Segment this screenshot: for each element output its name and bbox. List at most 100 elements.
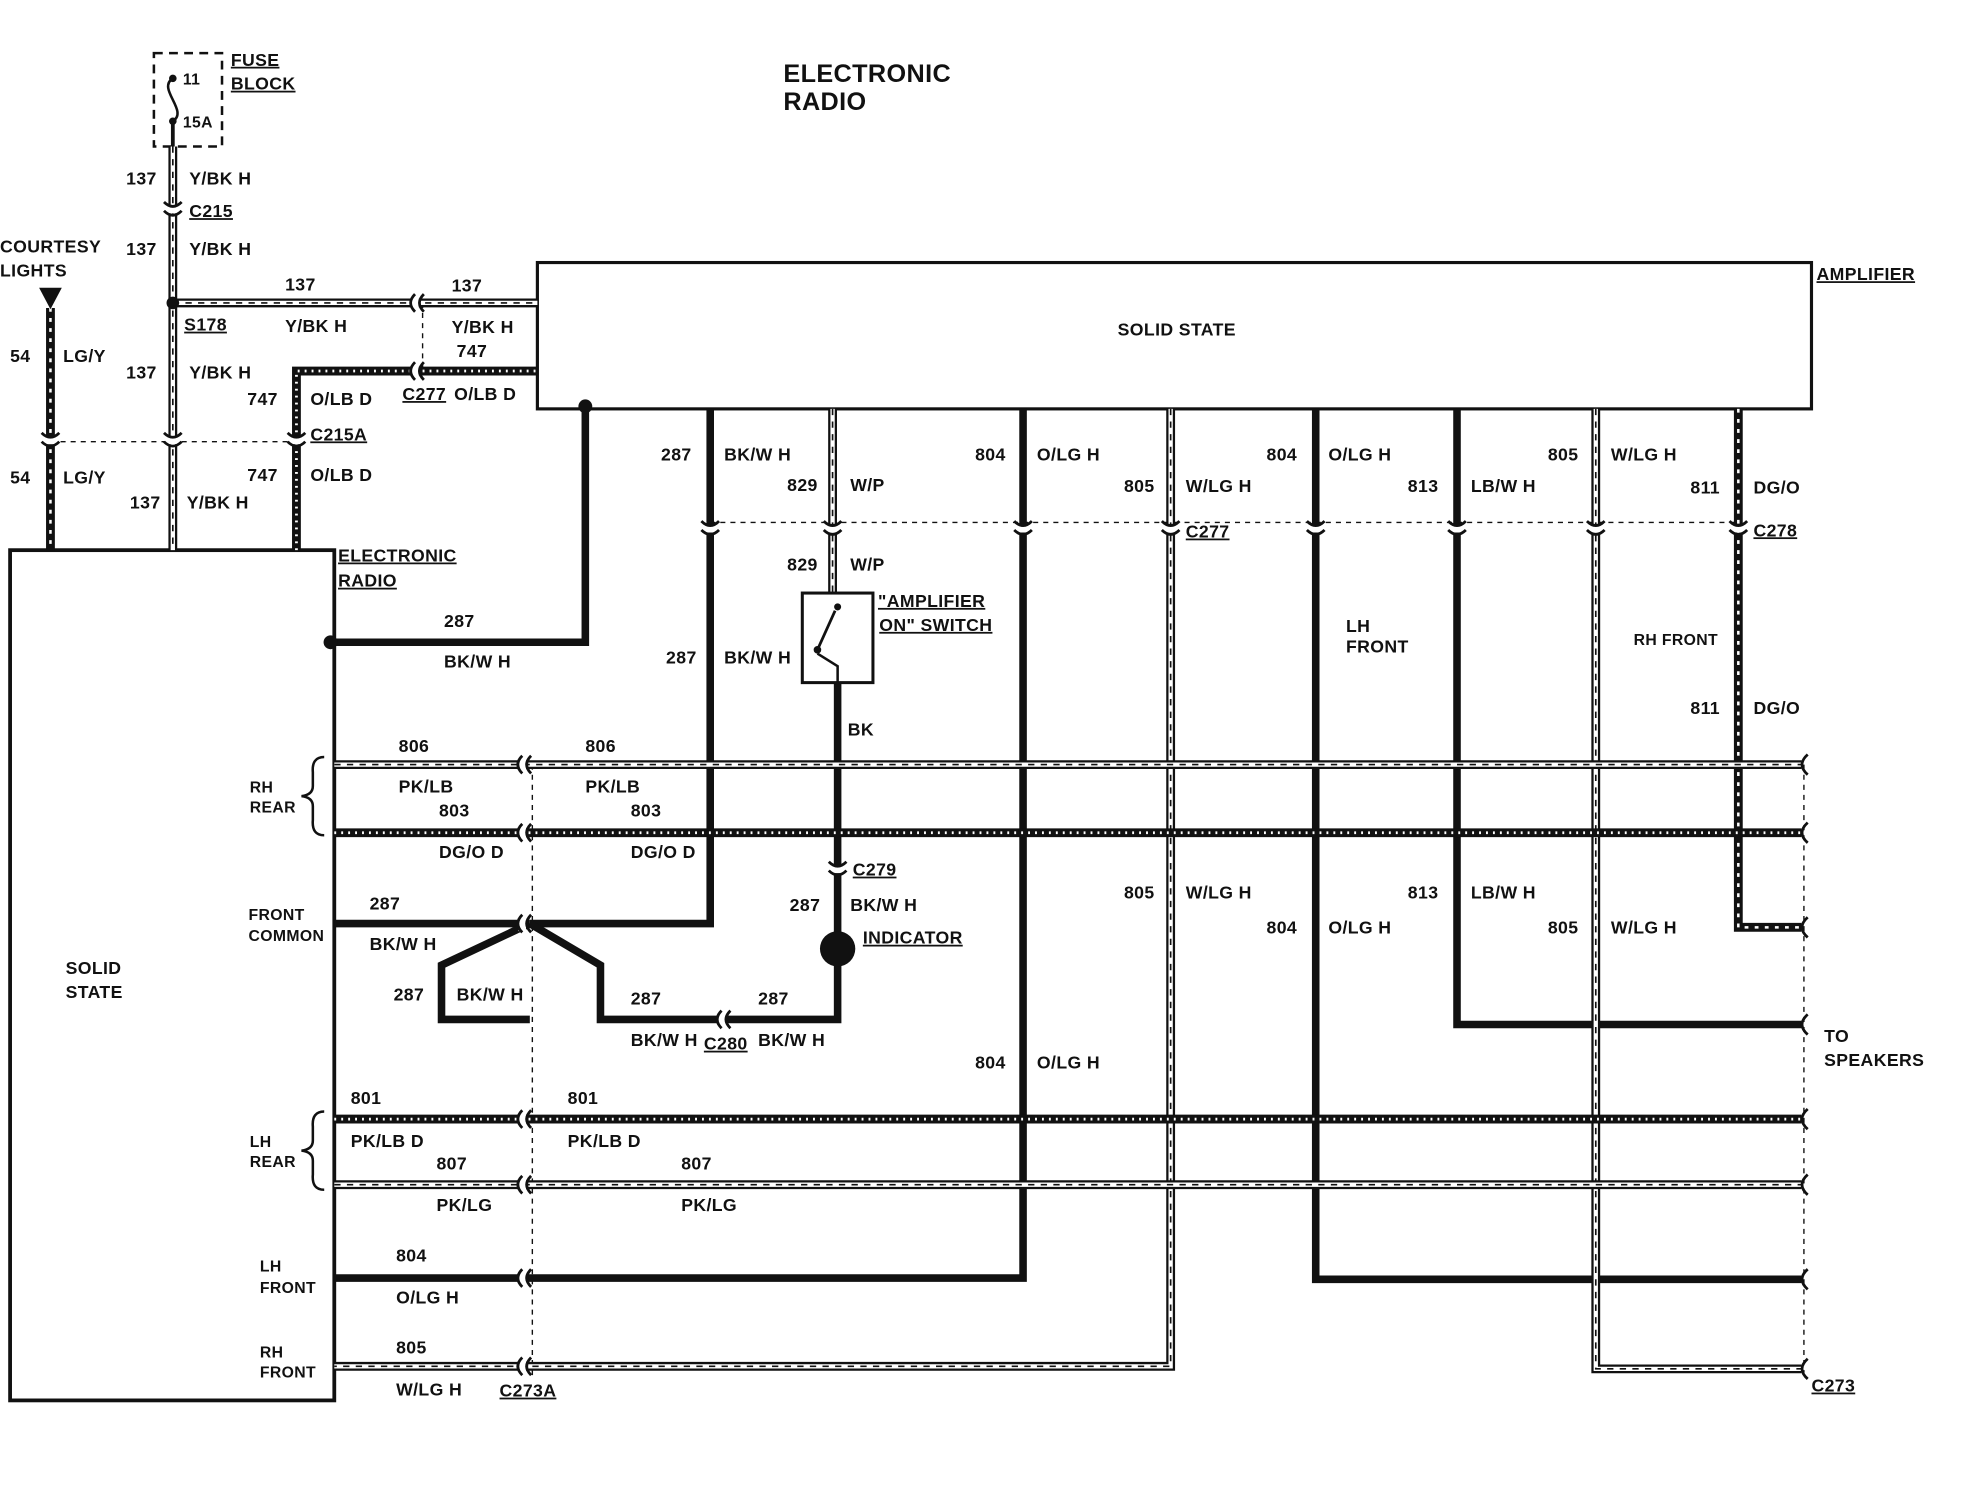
wire-color-code: O/LB D (310, 389, 372, 409)
connector-symbol (1800, 821, 1809, 844)
wire-color-code: W/LG H (1611, 918, 1677, 938)
wire-813-speaker (1453, 408, 1802, 1029)
wire-color-code: BK/W H (758, 1030, 825, 1050)
wire-color-code: PK/LB (585, 776, 640, 796)
wire-circuit-number: 805 (1124, 476, 1155, 496)
courtesy-lights-arrow-icon (39, 287, 62, 310)
wire-circuit-number: 137 (285, 274, 316, 294)
connector-terminal (822, 520, 843, 536)
wire-287-indicator-return (527, 920, 842, 1024)
connector-terminal (409, 361, 425, 381)
connector-symbol (516, 1268, 533, 1288)
wire-color-code: LB/W H (1471, 882, 1536, 902)
connector-c280-label: C280 (704, 1034, 748, 1054)
wire-804-lh-front-speaker (1311, 408, 1802, 1284)
diagram-title: RADIO (783, 88, 866, 116)
connector-symbol (822, 520, 843, 536)
wire-color-code: DG/O (1753, 477, 1800, 497)
wire-circuit-number: 747 (457, 341, 488, 361)
wire-circuit-number: 287 (444, 611, 475, 631)
wire-747-radio-to-amplifier (292, 366, 538, 551)
wire-stroke (527, 920, 842, 1024)
connector-symbol (163, 200, 183, 217)
connector-symbol (516, 822, 533, 843)
connector-symbol (1160, 520, 1181, 536)
wire-287-front-common-loop (437, 920, 532, 1024)
connector-terminal (1800, 821, 1809, 844)
wire-circuit-number: 805 (1548, 445, 1579, 465)
connector-terminal (700, 520, 721, 536)
connector-terminal (1800, 1357, 1809, 1380)
wire-circuit-number: 287 (666, 648, 697, 668)
lh-front-label: FRONT (260, 1280, 316, 1297)
wire-color-code: Y/BK H (189, 363, 251, 383)
wire-color-code: BK/W H (457, 985, 524, 1005)
wire-circuit-number: 804 (1267, 445, 1298, 465)
wire-circuit-number: 805 (396, 1338, 427, 1358)
wire-stroke (1311, 408, 1802, 1284)
wire-811-speaker (1733, 408, 1802, 932)
rh-rear-label: REAR (250, 800, 296, 817)
wire-color-code: O/LB D (454, 384, 516, 404)
wire-circuit-number: 806 (399, 736, 430, 756)
wire-circuit-number: 747 (247, 389, 278, 409)
courtesy-lights-label: LIGHTS (0, 260, 67, 280)
wire-color-code: O/LG H (396, 1287, 459, 1307)
connector-terminal (516, 822, 533, 843)
connector-symbol (1800, 753, 1809, 776)
courtesy-lights-label: COURTESY (0, 236, 101, 256)
connector-terminal (409, 293, 425, 313)
radio-terminal-dot (323, 635, 338, 650)
wire-stroke (529, 408, 714, 928)
connector-terminal (516, 1356, 533, 1377)
wires (46, 146, 1802, 1374)
wire-color-code: Y/BK H (187, 493, 249, 513)
wire-color-code: PK/LB D (351, 1131, 424, 1151)
wire-color-code: PK/LG (681, 1195, 737, 1215)
connector-symbol (409, 361, 425, 381)
wire-color-code: O/LG H (1328, 918, 1391, 938)
connector-terminal (40, 431, 61, 448)
wire-color-code: PK/LB D (568, 1131, 641, 1151)
electronic-radio-box (8, 548, 337, 1403)
radio-type-label: STATE (66, 982, 123, 1002)
connector-symbol (409, 293, 425, 313)
connector-symbol (1800, 1107, 1809, 1131)
connector-terminal (1585, 520, 1606, 536)
connector-terminal (827, 860, 848, 877)
wire-color-code: LB/W H (1471, 476, 1536, 496)
wire-circuit-number: 829 (787, 475, 818, 495)
wire-color-code: PK/LG (436, 1195, 492, 1215)
connector-terminal (516, 754, 533, 775)
connector-symbol (1800, 1268, 1809, 1291)
connector-symbol (827, 860, 848, 877)
connector-symbol (715, 1009, 732, 1030)
connector-symbol (1585, 520, 1606, 536)
connector-symbol (516, 1356, 533, 1377)
connector-terminal (1728, 520, 1749, 536)
amplifier-label: AMPLIFIER (1817, 264, 1916, 284)
lh-rear-brace (301, 1110, 325, 1191)
wire-circuit-number: 801 (351, 1088, 382, 1108)
wire-805-rh-front (334, 408, 1176, 1371)
connector-c215a-label: C215A (310, 424, 367, 444)
front-common-label: COMMON (249, 928, 325, 945)
connector-terminal (163, 431, 183, 448)
indicator-label: INDICATOR (863, 928, 963, 948)
connector-terminal (1800, 1268, 1809, 1291)
wire-circuit-number: 137 (126, 168, 157, 188)
fuse-icon (166, 74, 179, 147)
wire-circuit-number: 813 (1408, 882, 1439, 902)
wire-color-code: O/LG H (1328, 445, 1391, 465)
connector-symbol (286, 431, 307, 448)
amplifier-ground-dot (578, 399, 593, 414)
wire-circuit-number: 807 (436, 1154, 467, 1174)
wire-circuit-number: 806 (585, 736, 616, 756)
wire-stroke (334, 408, 1172, 1368)
radio-type-label: SOLID (66, 958, 122, 978)
connector-symbol (516, 1174, 533, 1195)
wire-circuit-number: 137 (126, 363, 157, 383)
wire-color-code: DG/O D (631, 842, 696, 862)
diagram-title: ELECTRONIC (783, 60, 951, 88)
